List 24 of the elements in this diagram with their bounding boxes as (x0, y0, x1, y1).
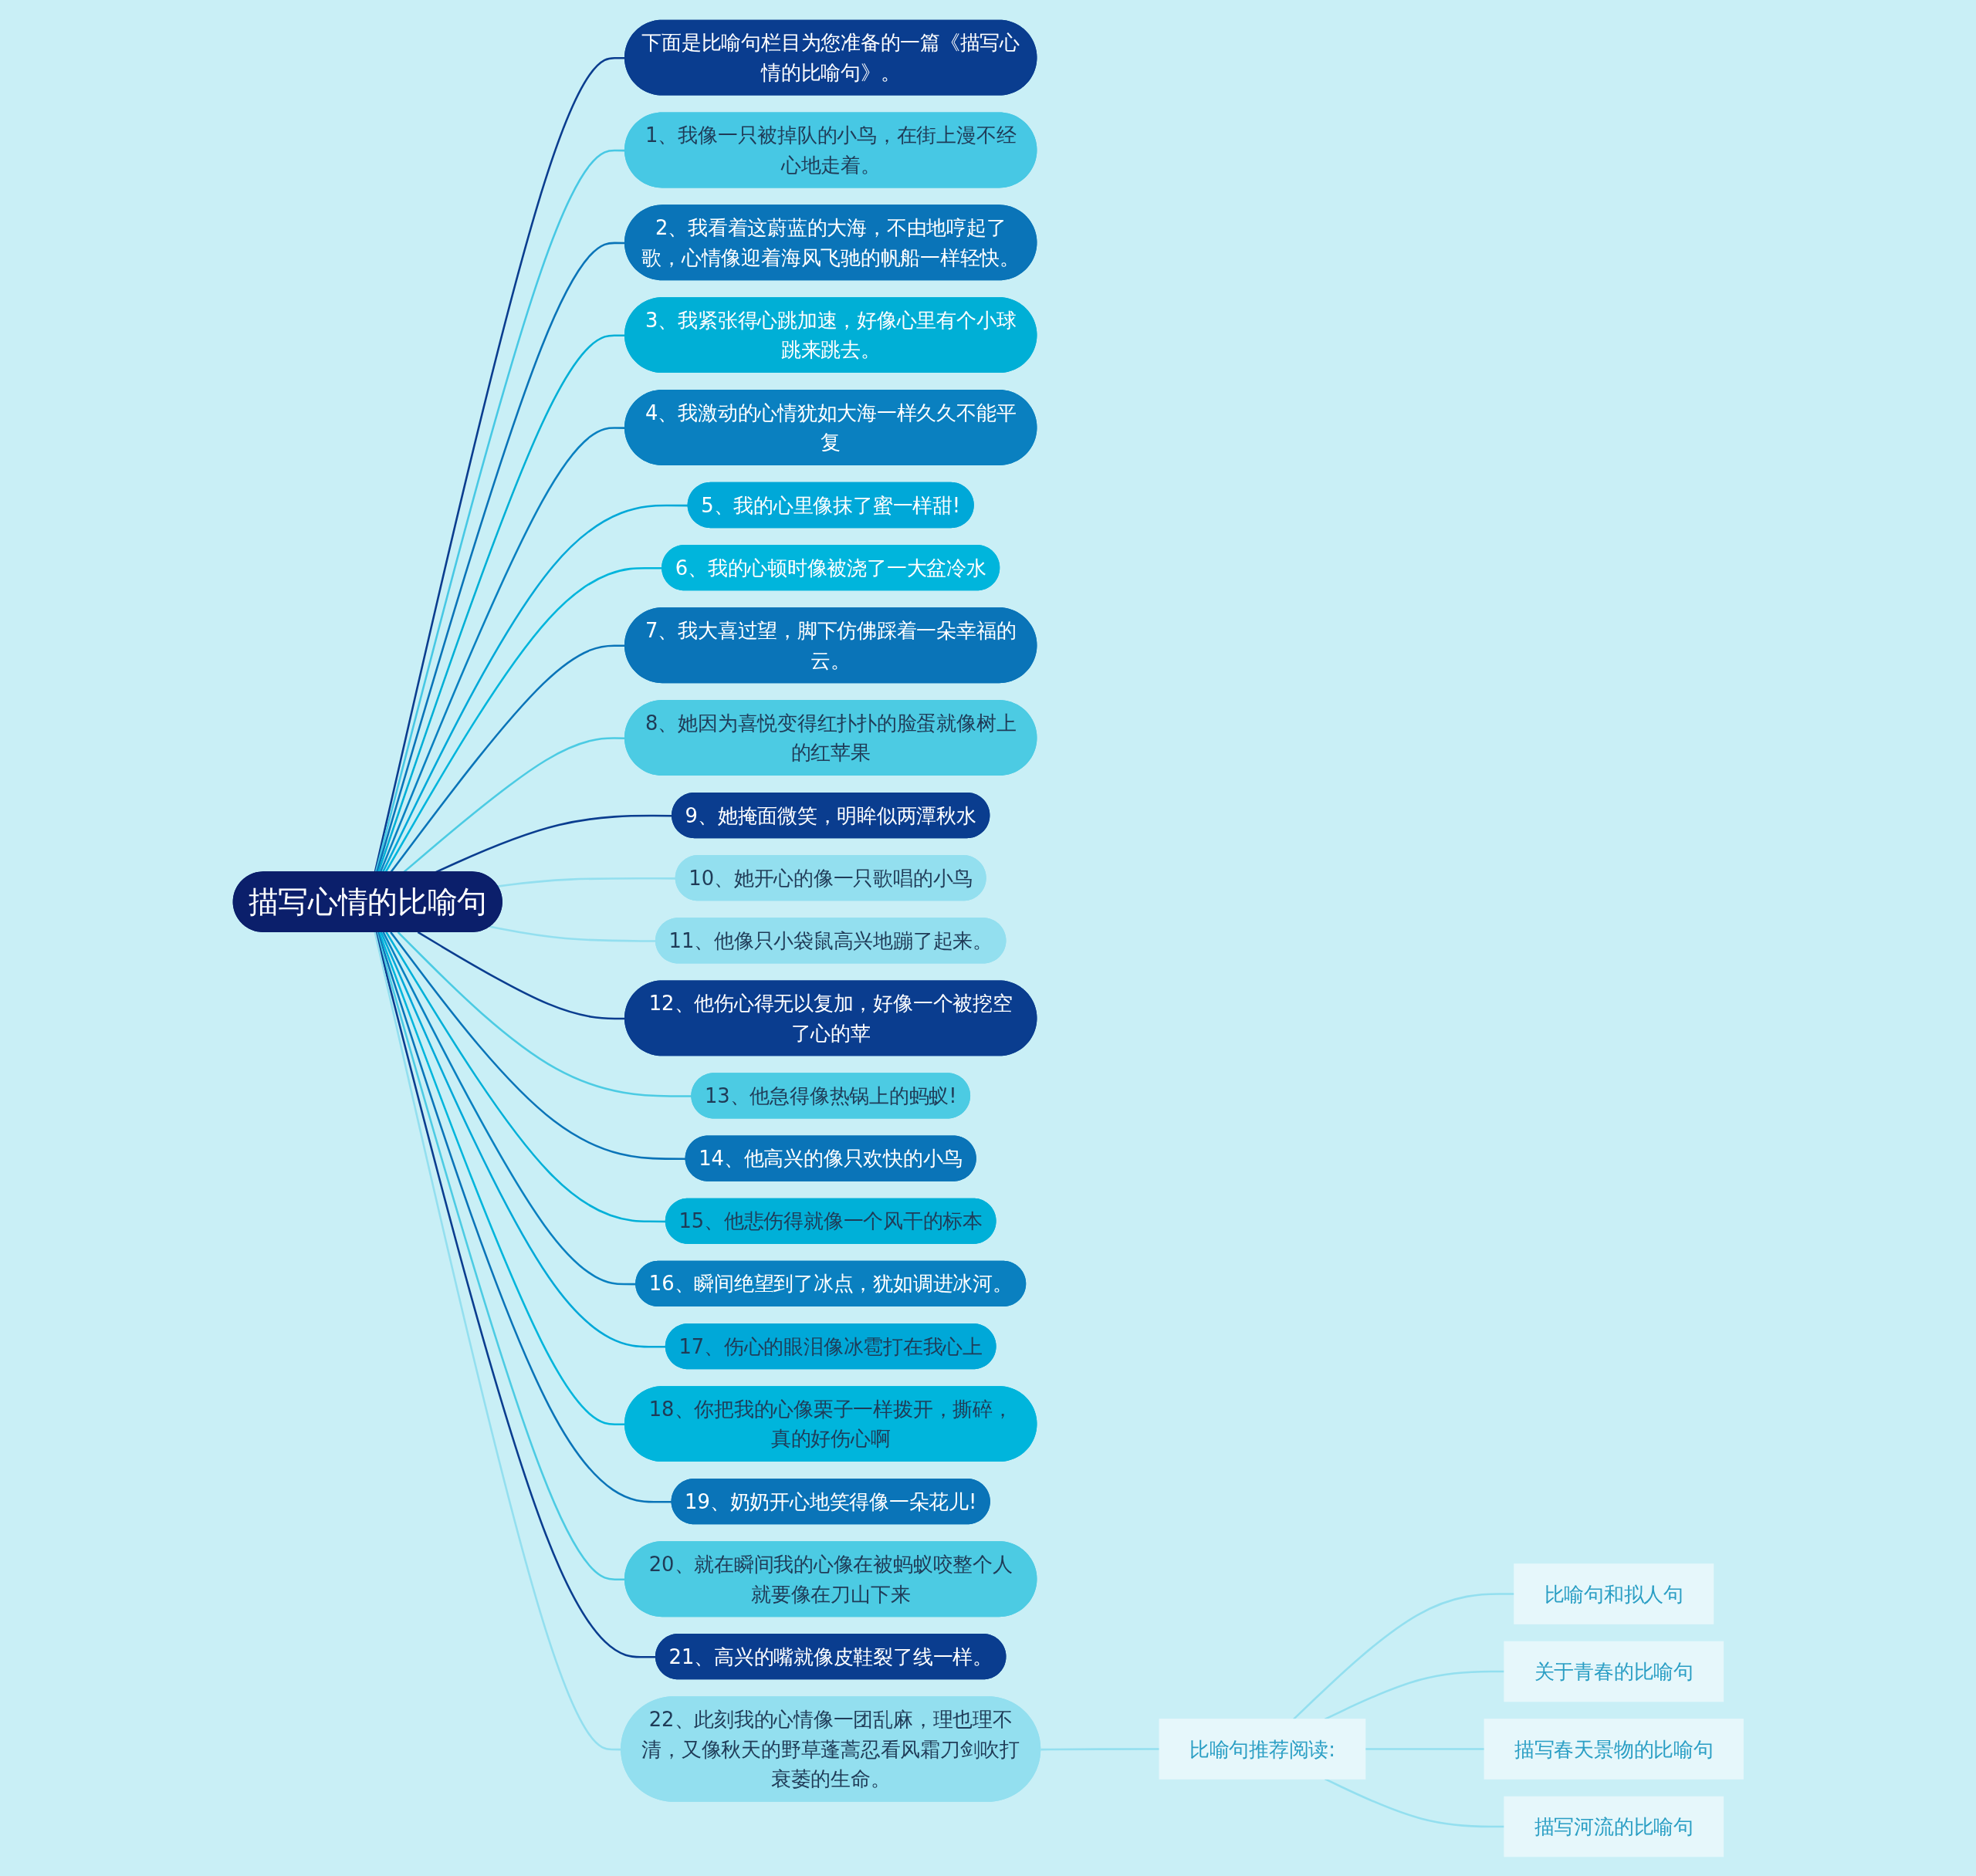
connector (377, 931, 625, 1425)
connector (377, 333, 625, 873)
connector (417, 931, 625, 1019)
node-box: 描写河流的比喻句 (1504, 1796, 1724, 1857)
connector (1292, 1592, 1514, 1720)
connector (1040, 1747, 1159, 1750)
connector (381, 504, 689, 873)
node-box: 描写春天景物的比喻句 (1484, 1718, 1744, 1780)
connector (497, 877, 676, 887)
connector (384, 931, 666, 1222)
connector (1365, 1747, 1484, 1750)
connector (374, 931, 656, 1658)
connector (375, 931, 625, 1580)
node-box: 比喻句推荐阅读: (1159, 1718, 1365, 1780)
node-box: 比喻句和拟人句 (1513, 1563, 1714, 1624)
connector (489, 925, 656, 942)
connector (1324, 1670, 1504, 1720)
node-box: 关于青春的比喻句 (1504, 1641, 1724, 1702)
connector (389, 644, 625, 873)
connector (389, 931, 686, 1160)
connector (380, 931, 666, 1348)
connector (379, 426, 625, 873)
connector (382, 931, 637, 1285)
connector (1324, 1777, 1504, 1827)
